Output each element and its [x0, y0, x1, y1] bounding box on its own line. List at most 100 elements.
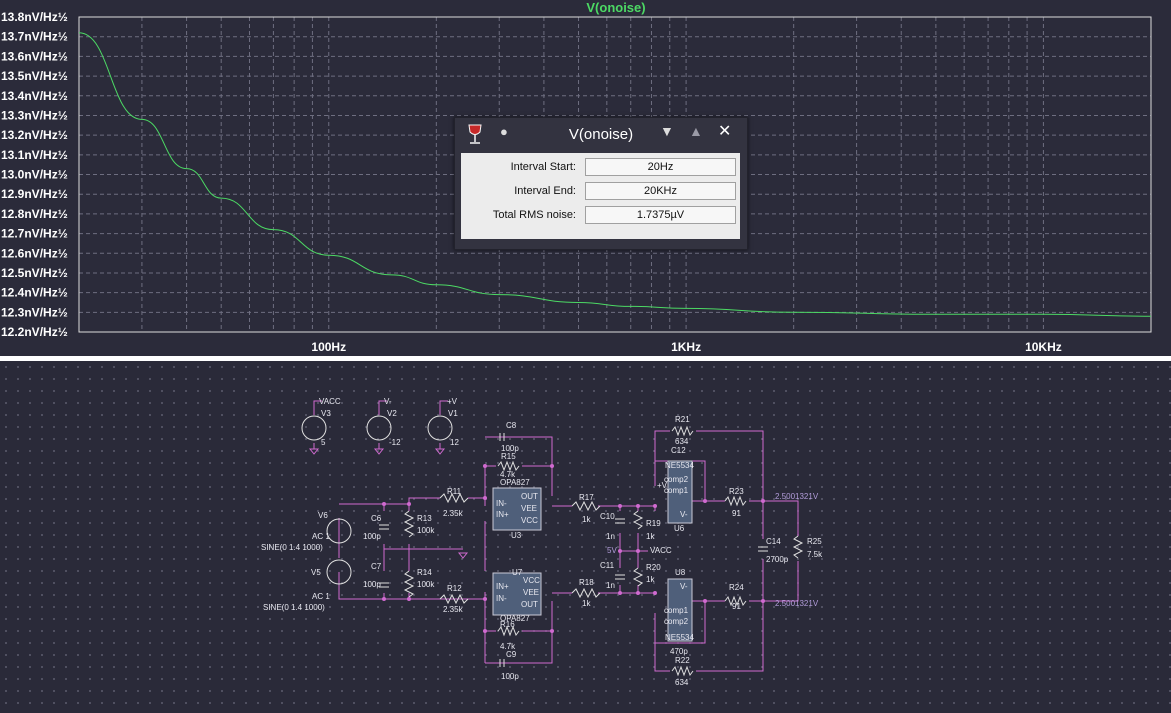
x-axis-ticks: 100Hz 1KHz 10KHz [311, 340, 1061, 354]
interval-end-row: Interval End: 20KHz [461, 181, 740, 203]
y-tick-label: 13.4nV/Hz½ [1, 89, 68, 103]
value-c6: 100p [363, 532, 381, 541]
value-r21: 634 [675, 437, 689, 446]
node-voltage-top: 2.5001321V [775, 492, 819, 501]
pin-u7-vcc: VCC [523, 576, 540, 585]
label-v6: V6 [318, 511, 328, 520]
label-r13: R13 [417, 514, 432, 523]
value-r16: 4.7k [500, 642, 516, 651]
label-r19: R19 [646, 519, 661, 528]
pin-u6-comp2: comp2 [664, 475, 689, 484]
minimize-triangle-icon[interactable]: ▼ [660, 123, 674, 139]
label-r25: R25 [807, 537, 822, 546]
interval-start-field[interactable]: 20Hz [585, 158, 736, 176]
label-r15: R15 [501, 452, 516, 461]
label-c6: C6 [371, 514, 382, 523]
y-tick-label: 12.3nV/Hz½ [1, 305, 68, 319]
pane-divider[interactable] [0, 356, 1171, 361]
noise-integration-dialog[interactable]: ● V(onoise) ▼ ▲ ✕ Interval Start: 20Hz I… [454, 117, 748, 250]
pin-u7-inm: IN- [496, 594, 507, 603]
y-tick-label: 12.5nV/Hz½ [1, 266, 68, 280]
x-tick-label: 10KHz [1025, 340, 1062, 354]
value-c14: 2700p [766, 555, 789, 564]
label-v2: V2 [387, 409, 397, 418]
noise-trace[interactable] [78, 32, 1152, 317]
label-r14: R14 [417, 568, 432, 577]
supply-sources[interactable] [301, 415, 469, 585]
label-r21: R21 [675, 415, 690, 424]
label-c14: C14 [766, 537, 781, 546]
opamp-bodies[interactable] [492, 460, 693, 642]
capacitors[interactable] [379, 433, 768, 667]
label-r18: R18 [579, 578, 594, 587]
close-icon[interactable]: ✕ [718, 123, 732, 140]
value-r22: 634 [675, 678, 689, 687]
y-tick-label: 13.0nV/Hz½ [1, 168, 68, 182]
label-v1: V1 [448, 409, 458, 418]
dialog-body: Interval Start: 20Hz Interval End: 20KHz… [461, 153, 740, 239]
resistors[interactable] [403, 425, 804, 677]
label-r22: R22 [675, 656, 690, 665]
value-v3: 5 [321, 438, 326, 447]
total-rms-label: Total RMS noise: [492, 209, 576, 221]
label-r11: R11 [447, 487, 462, 496]
y-tick-label: 13.2nV/Hz½ [1, 128, 68, 142]
value-c9: 100p [501, 672, 519, 681]
y-tick-label: 13.3nV/Hz½ [1, 108, 68, 122]
label-c7: C7 [371, 562, 382, 571]
y-tick-label: 12.7nV/Hz½ [1, 227, 68, 241]
y-tick-label: 13.1nV/Hz½ [1, 148, 68, 162]
pin-u8-comp2: comp2 [664, 617, 689, 626]
value-c13: 470p [670, 647, 688, 656]
value-r15: 4.7k [500, 470, 516, 479]
schematic-canvas[interactable]: VACC V3 5 V- V2 -12 +V V1 12 V6 AC 1 SIN… [0, 361, 1171, 713]
y-tick-label: 13.5nV/Hz½ [1, 69, 68, 83]
net-label-vminus: V- [384, 397, 392, 406]
value-c11: 1n [606, 581, 615, 590]
maximize-triangle-icon[interactable]: ▲ [689, 123, 703, 139]
value-r17: 1k [582, 515, 591, 524]
pin-u3-inm: IN- [496, 499, 507, 508]
value-c7: 100p [363, 580, 381, 589]
y-tick-label: 12.4nV/Hz½ [1, 286, 68, 300]
pin-u8-v: V- [680, 582, 688, 591]
pin-u8-comp1: comp1 [664, 606, 689, 615]
ac-v5: AC 1 [312, 592, 330, 601]
pin-dot-icon[interactable]: ● [500, 124, 508, 139]
trace-title[interactable]: V(onoise) [586, 0, 645, 15]
total-rms-field[interactable]: 1.7375µV [585, 206, 736, 224]
label-r24: R24 [729, 583, 744, 592]
pin-u7-vee: VEE [523, 588, 539, 597]
label-u6: U6 [674, 524, 685, 533]
label-c9: C9 [506, 650, 517, 659]
node-voltage-bottom: 2.5001321V [775, 599, 819, 608]
value-v1: 12 [450, 438, 459, 447]
value-r25: 7.5k [807, 550, 823, 559]
dialog-titlebar[interactable]: ● V(onoise) ▼ ▲ ✕ [455, 118, 747, 150]
pin-u6-v: V- [680, 510, 688, 519]
label-r23: R23 [729, 487, 744, 496]
net-label-vplus: +V [447, 397, 458, 406]
interval-end-field[interactable]: 20KHz [585, 182, 736, 200]
y-axis-ticks: 13.8nV/Hz½13.7nV/Hz½13.6nV/Hz½13.5nV/Hz½… [1, 10, 68, 339]
label-u7: U7 [512, 568, 523, 577]
interval-start-label: Interval Start: [510, 161, 576, 173]
value-r19: 1k [646, 532, 655, 541]
schematic-pane[interactable]: VACC V3 5 V- V2 -12 +V V1 12 V6 AC 1 SIN… [0, 361, 1171, 713]
value-r13: 100k [417, 526, 435, 535]
pin-u3-vcc: VCC [521, 516, 538, 525]
sine-v6: SINE(0 1.4 1000) [261, 543, 323, 552]
ac-v6: AC 1 [312, 532, 330, 541]
y-tick-label: 12.9nV/Hz½ [1, 187, 68, 201]
value-v2: -12 [389, 438, 401, 447]
x-tick-label: 1KHz [671, 340, 701, 354]
x-tick-label: 100Hz [311, 340, 346, 354]
label-r12: R12 [447, 584, 462, 593]
model-u7: OPA827 [500, 614, 530, 623]
pin-u6-pv: +V [657, 481, 668, 490]
pin-u3-vee: VEE [521, 504, 537, 513]
pin-u3-out: OUT [521, 492, 538, 501]
y-tick-label: 13.6nV/Hz½ [1, 49, 68, 63]
pin-u7-out: OUT [521, 600, 538, 609]
